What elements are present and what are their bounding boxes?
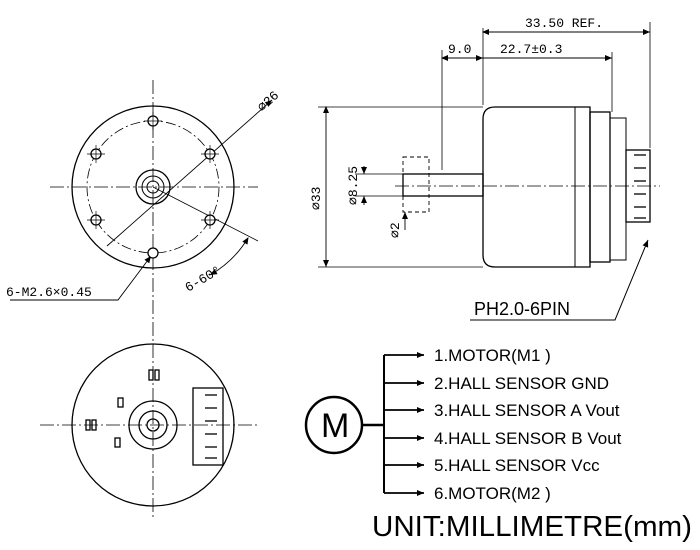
screw-hole bbox=[147, 247, 159, 259]
motor-symbol-letter: M bbox=[321, 407, 349, 445]
shaft-length-label: 9.0 bbox=[448, 42, 471, 57]
pin-label-1: 1.MOTOR(M1 ) bbox=[434, 346, 551, 365]
front-hub bbox=[135, 169, 171, 205]
front-angle-label: 6-60° bbox=[183, 263, 224, 295]
back-connector bbox=[192, 387, 224, 466]
back-hub bbox=[128, 400, 178, 450]
pin-label-2: 2.HALL SENSOR GND bbox=[434, 374, 609, 393]
overall-length-label: 33.50 REF. bbox=[525, 16, 603, 31]
front-hole-crosshairs bbox=[87, 112, 219, 229]
unit-label: UNIT:MILLIMETRE(mm) bbox=[372, 511, 692, 543]
pin-label-3: 3.HALL SENSOR A Vout bbox=[434, 401, 620, 420]
side-view bbox=[318, 22, 660, 321]
pin-label-5: 5.HALL SENSOR Vcc bbox=[434, 456, 600, 475]
shaft-flat-label: ⌀8.25 bbox=[346, 166, 361, 205]
side-pcb bbox=[589, 111, 611, 263]
body-diameter-label: ⌀33 bbox=[309, 187, 324, 210]
front-thread-label: 6-M2.6×0.45 bbox=[6, 285, 92, 300]
front-view bbox=[10, 80, 273, 520]
pin-label-6: 6.MOTOR(M2 ) bbox=[434, 484, 551, 503]
pin-label-4: 4.HALL SENSOR B Vout bbox=[434, 429, 622, 448]
side-shaft bbox=[402, 173, 484, 197]
body-length-label: 22.7±0.3 bbox=[500, 42, 562, 57]
front-diameter-label: ⌀26 bbox=[255, 88, 282, 115]
connector-label: PH2.0-6PIN bbox=[474, 299, 570, 319]
back-view bbox=[40, 343, 260, 507]
shaft-diameter-label: ⌀2 bbox=[388, 222, 403, 238]
pinout-diagram bbox=[304, 352, 424, 496]
side-motor-body bbox=[482, 106, 591, 268]
